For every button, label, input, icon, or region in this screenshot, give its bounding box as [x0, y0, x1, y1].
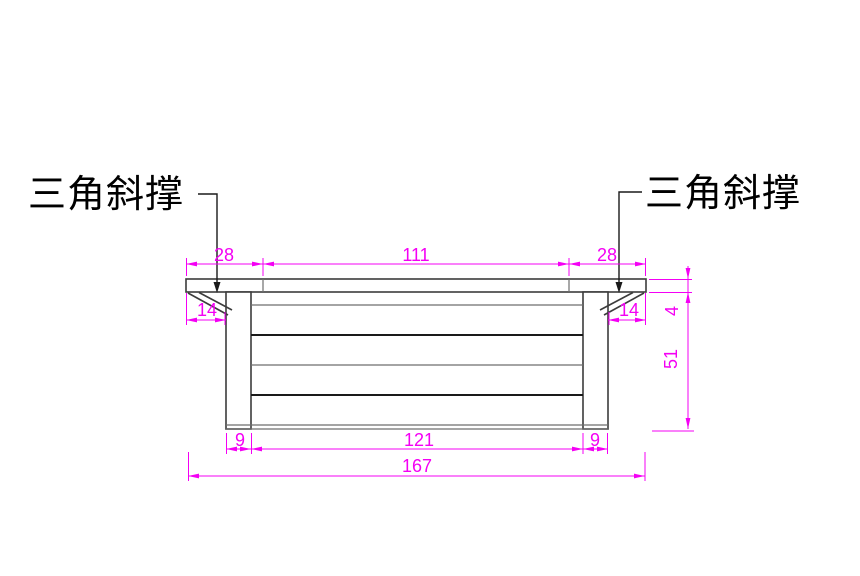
dim-arrow: [263, 261, 274, 267]
dim-arrow: [251, 446, 262, 452]
dim-arrow: [569, 261, 580, 267]
dim-arrow: [685, 418, 691, 429]
dim-arrow: [186, 317, 197, 323]
dim-arrow: [572, 446, 583, 452]
dim-arrow: [215, 317, 226, 323]
dim-arrow: [186, 261, 197, 267]
dim-arrow: [252, 261, 263, 267]
dim-arrow: [558, 261, 569, 267]
dim-text-left-brace-width: 14: [197, 300, 217, 320]
left-leg: [225, 291, 252, 430]
dim-text-top-left-overhang: 28: [214, 245, 234, 265]
dim-text-body-height: 51: [661, 349, 681, 369]
dim-bottom-chain: 9 121 9: [226, 430, 608, 454]
left-leader-line: [198, 193, 218, 284]
tabletop: [185, 278, 647, 293]
dim-arrow: [240, 446, 251, 452]
right-brace-label: 三角斜撑: [645, 171, 801, 215]
dim-text-bottom-right-leg: 9: [590, 430, 600, 450]
dim-overall-width: 167: [188, 452, 646, 481]
dim-arrow: [608, 317, 619, 323]
dim-text-overall-width: 167: [402, 456, 432, 476]
right-brace-line-inner: [599, 291, 634, 311]
left-brace-label: 三角斜撑: [28, 172, 184, 216]
right-brace-line-outer: [603, 292, 645, 316]
dim-arrow: [635, 261, 646, 267]
right-leg: [582, 291, 609, 430]
left-brace-line-outer: [187, 292, 229, 316]
leader-annotations: 三角斜撑 三角斜撑: [28, 171, 801, 293]
dim-text-bottom-left-leg: 9: [235, 430, 245, 450]
dim-left-brace: 14: [186, 293, 226, 325]
dim-top-chain: 28 111 28: [186, 245, 646, 276]
dim-right-vertical-chain: 4 51: [649, 266, 694, 432]
dim-arrow: [597, 446, 608, 452]
dim-text-top-right-overhang: 28: [597, 245, 617, 265]
right-leader-arrow: [615, 282, 623, 293]
dim-arrow: [226, 446, 237, 452]
dim-right-brace: 14: [608, 293, 646, 325]
dim-arrow: [583, 446, 594, 452]
table-structure: [185, 278, 647, 430]
right-leader-line: [618, 191, 642, 284]
dim-arrow: [685, 268, 691, 279]
dim-text-right-brace-width: 14: [619, 300, 639, 320]
left-leader-arrow: [213, 282, 221, 293]
dim-arrow: [685, 292, 691, 303]
dim-arrow: [188, 473, 199, 479]
dim-arrow: [635, 317, 646, 323]
dim-text-top-center-span: 111: [402, 245, 429, 265]
dimension-annotations: 28 111 28 14 14: [186, 245, 694, 481]
dim-arrow: [634, 473, 645, 479]
dim-text-bottom-center-span: 121: [404, 430, 434, 450]
left-brace-line-inner: [198, 291, 233, 311]
dim-text-tabletop-thickness: 4: [662, 306, 682, 316]
